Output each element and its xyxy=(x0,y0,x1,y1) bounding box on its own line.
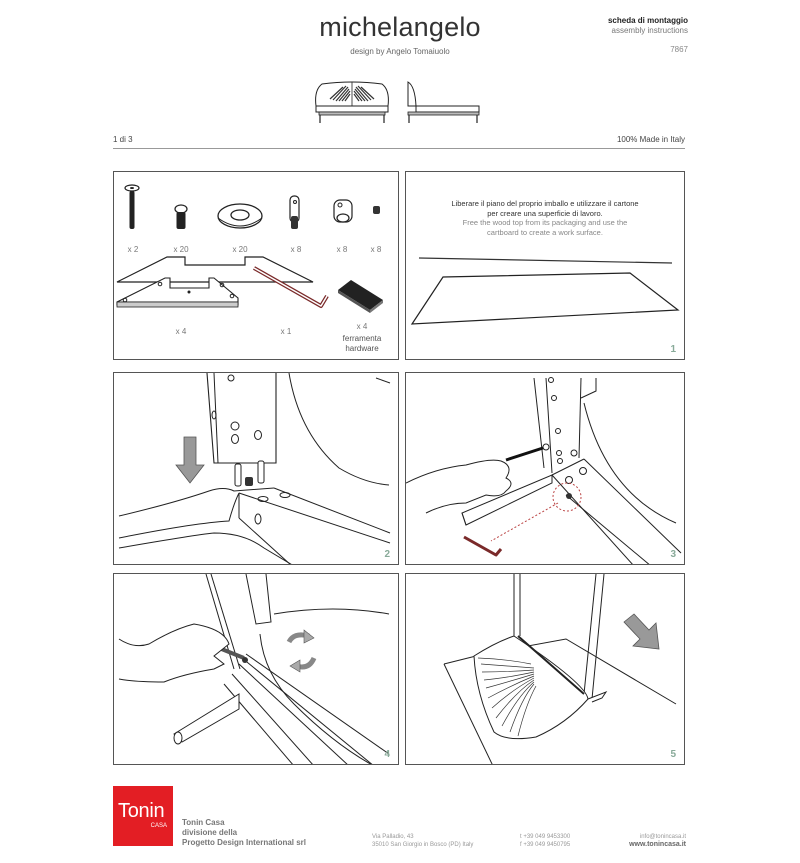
telephone: t +39 049 9453300 xyxy=(520,834,571,840)
cardboard-surface-illustration xyxy=(410,257,680,325)
step-3-panel: 3 xyxy=(405,372,685,565)
qty-felt-pad: x 4 xyxy=(356,322,368,331)
website-link[interactable]: www.tonincasa.it xyxy=(629,841,686,848)
page-number: 1 di 3 xyxy=(113,135,133,144)
step-1-text-en-1: Free the wood top from its packaging and… xyxy=(462,218,628,227)
qty-button-head-bolt: x 20 xyxy=(173,245,189,254)
step-4-panel: 4 xyxy=(113,573,399,765)
company-parent: Progetto Design International srl xyxy=(182,838,307,847)
qty-grub-screw: x 8 xyxy=(370,245,382,254)
product-code: 7867 xyxy=(670,45,688,54)
fax: f +39 049 9450795 xyxy=(520,842,571,848)
document-type-it: scheda di montaggio xyxy=(607,16,688,25)
header-divider xyxy=(113,148,685,149)
bed-front-view-illustration xyxy=(310,78,395,123)
hardware-label-it: ferramenta xyxy=(342,334,382,343)
hardware-panel: x 2 x 20 x 20 x 8 x 8 x 8 x 4 x 1 x 4 fe… xyxy=(113,171,399,360)
qty-allen-key: x 1 xyxy=(280,327,292,336)
company-phone: t +39 049 9453300 f +39 049 9450795 xyxy=(520,833,570,849)
qty-barrel-nut: x 8 xyxy=(336,245,348,254)
step-1-panel: Liberare il piano del proprio imballo e … xyxy=(405,171,685,360)
hardware-label-en: hardware xyxy=(345,344,379,353)
down-arrow-icon xyxy=(175,436,205,484)
corner-bracket-icon xyxy=(116,256,314,308)
step-3-illustration xyxy=(406,377,682,564)
button-head-bolt-icon xyxy=(174,204,188,229)
step-5-panel: 5 xyxy=(405,573,685,765)
company-address: Via Palladio, 43 35010 San Giorgio in Bo… xyxy=(372,833,473,849)
step-number: 5 xyxy=(670,749,676,760)
felt-pad-icon xyxy=(338,280,383,313)
logo-main: Tonin xyxy=(118,800,165,822)
address-line-2: 35010 San Giorgio in Bosco (PD) Italy xyxy=(372,842,474,848)
allen-key-icon xyxy=(253,266,329,308)
company-info: Tonin Casa divisione della Progetto Desi… xyxy=(182,818,306,848)
step-2-illustration xyxy=(118,373,391,564)
hardware-label: ferramenta hardware xyxy=(336,334,388,354)
countersunk-bolt-icon xyxy=(124,184,140,229)
company-name: Tonin Casa xyxy=(182,818,225,827)
step-number: 1 xyxy=(670,344,676,355)
address-line-1: Via Palladio, 43 xyxy=(372,834,414,840)
document-type-en: assembly instructions xyxy=(611,26,688,35)
step-1-text-en-2: cartboard to create a work surface. xyxy=(487,227,603,237)
email-link[interactable]: info@tonincasa.it xyxy=(639,834,686,840)
allen-key-icon xyxy=(463,535,503,557)
made-in-italy: 100% Made in Italy xyxy=(616,135,685,144)
company-web: info@tonincasa.it www.tonincasa.it xyxy=(629,833,686,849)
designer-credit: design by Angelo Tomaiuolo xyxy=(350,47,450,56)
tonin-casa-logo: Tonin CASA xyxy=(113,786,173,846)
logo-sub: CASA xyxy=(150,823,167,829)
barrel-nut-icon xyxy=(333,199,353,223)
rotate-arrows-icon xyxy=(286,629,317,673)
step-1-text-it-2: per creare una superficie di lavoro. xyxy=(487,208,603,218)
qty-countersunk-bolt: x 2 xyxy=(127,245,139,254)
page-info: 1 di 3 100% Made in Italy xyxy=(113,135,685,144)
washer-icon xyxy=(217,203,263,229)
step-number: 2 xyxy=(384,549,390,560)
qty-pin-connector: x 8 xyxy=(290,245,302,254)
company-division: divisione della xyxy=(182,828,238,837)
qty-corner-bracket: x 4 xyxy=(175,327,187,336)
step-5-illustration xyxy=(443,574,677,764)
pin-connector-icon xyxy=(289,195,300,229)
step-number: 4 xyxy=(384,749,390,760)
step-2-panel: 2 xyxy=(113,372,399,565)
step-1-text-it-1: Liberare il piano del proprio imballo e … xyxy=(451,199,639,208)
step-4-illustration xyxy=(118,574,390,764)
step-number: 3 xyxy=(670,549,676,560)
diagonal-arrow-icon xyxy=(623,613,660,650)
grub-screw-icon xyxy=(373,206,380,214)
bed-side-view-illustration xyxy=(405,78,485,123)
document-type: scheda di montaggio assembly instruction… xyxy=(608,16,688,36)
step-1-instructions: Liberare il piano del proprio imballo e … xyxy=(406,199,684,237)
product-title: michelangelo xyxy=(319,12,481,42)
qty-washer: x 20 xyxy=(232,245,248,254)
